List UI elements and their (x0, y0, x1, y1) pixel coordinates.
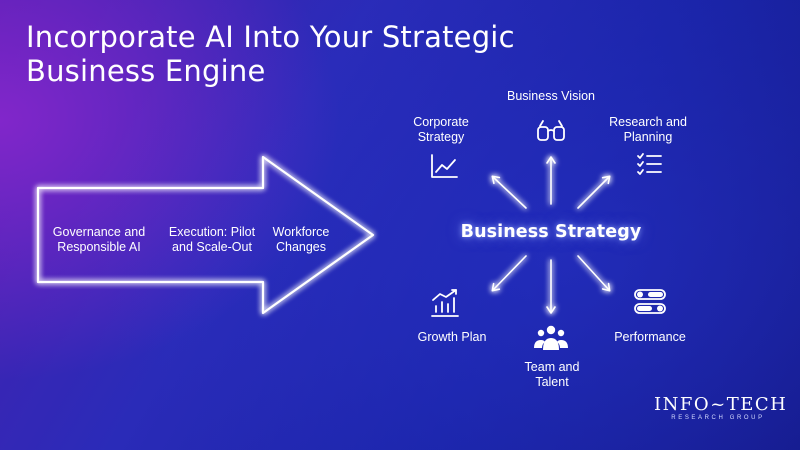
node-performance: Performance (614, 330, 686, 345)
node-business-vision: Business Vision (507, 89, 595, 104)
process-arrow (36, 155, 375, 315)
page-title: Incorporate AI Into Your Strategic Busin… (26, 20, 626, 88)
node-performance-line1: Performance (614, 330, 686, 344)
node-corporate-strategy-line1: Corporate (413, 115, 469, 129)
step-execution: Execution: Pilot and Scale-Out (169, 225, 255, 255)
step-execution-line2: and Scale-Out (172, 240, 252, 254)
node-growth-plan-line1: Growth Plan (417, 330, 487, 344)
node-corporate-strategy-line2: Strategy (417, 130, 465, 144)
step-governance-line2: Responsible AI (57, 240, 141, 254)
node-research-planning: Research and Planning (609, 115, 687, 145)
step-workforce-line2: Changes (275, 240, 327, 254)
toggles-icon (634, 289, 666, 314)
line-chart-icon (431, 154, 458, 178)
arrow-to-research-planning (577, 175, 611, 209)
node-research-planning-line1: Research and (609, 115, 687, 129)
node-growth-plan: Growth Plan (418, 330, 487, 345)
center-business-strategy: Business Strategy (460, 222, 642, 242)
growth-chart-icon (431, 289, 459, 317)
logo-wordmark: INFO~TECH (654, 394, 788, 415)
title-line-1: Incorporate AI Into Your Strategic (26, 20, 515, 54)
arrow-to-growth-plan (491, 255, 527, 292)
node-business-vision-line1: Business Vision (506, 89, 596, 103)
info-tech-logo: INFO~TECH RESEARCH GROUP (654, 394, 788, 423)
node-team-talent: Team and Talent (525, 360, 580, 390)
checklist-icon (637, 153, 662, 175)
title-line-2: Business Engine (26, 54, 266, 88)
step-execution-line1: Execution: Pilot (168, 225, 256, 239)
arrow-to-performance (577, 255, 611, 292)
arrow-to-corporate-strategy (491, 175, 527, 209)
glasses-icon (537, 120, 565, 141)
node-corporate-strategy: Corporate Strategy (413, 115, 469, 145)
node-research-planning-line2: Planning (623, 130, 673, 144)
step-governance-line1: Governance and (52, 225, 146, 239)
step-workforce: Workforce Changes (273, 225, 330, 255)
node-team-talent-line2: Talent (535, 375, 569, 389)
team-icon (534, 325, 568, 350)
step-workforce-line1: Workforce (272, 225, 330, 239)
step-governance: Governance and Responsible AI (53, 225, 145, 255)
logo-tagline: RESEARCH GROUP (671, 415, 765, 421)
node-team-talent-line1: Team and (524, 360, 580, 374)
radial-arrows (491, 156, 611, 314)
